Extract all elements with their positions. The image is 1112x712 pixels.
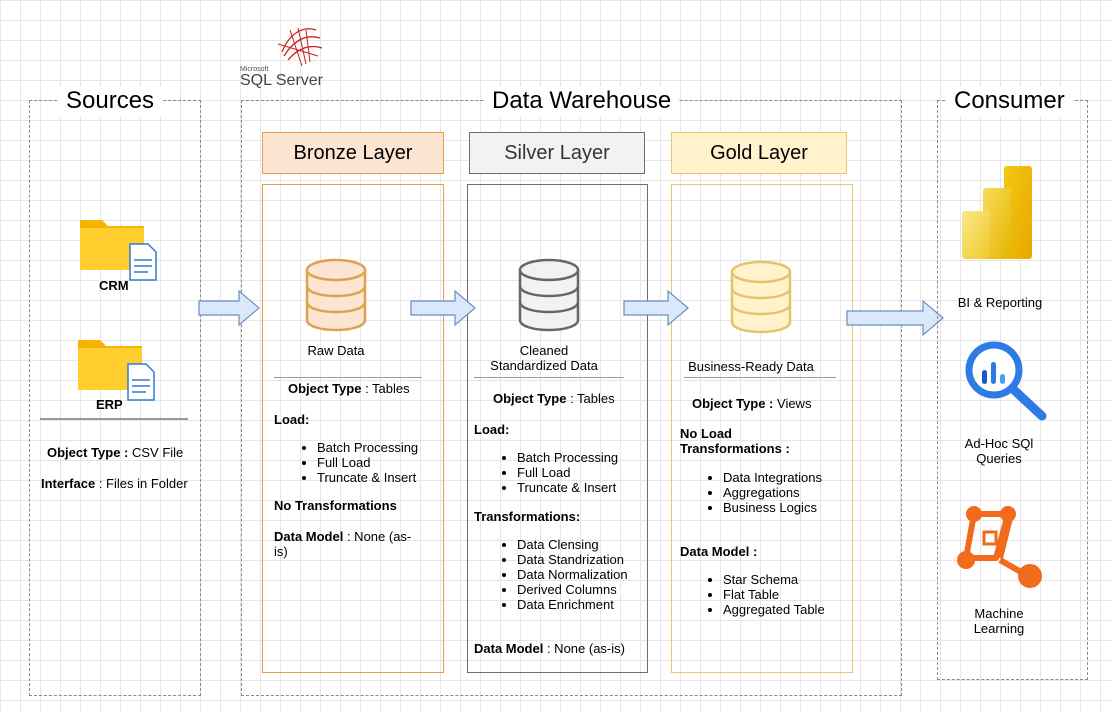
list-item: Data Integrations	[723, 470, 822, 485]
list-item: Data Standrization	[517, 552, 628, 567]
silver-object-type: Object Type : Tables	[493, 391, 615, 406]
silver-load-list: Batch Processing Full Load Truncate & In…	[477, 450, 618, 495]
erp-label: ERP	[96, 397, 123, 412]
list-item: Aggregated Table	[723, 602, 825, 617]
gold-database-icon	[730, 260, 792, 339]
silver-db-label: Cleaned Standardized Data	[474, 343, 614, 373]
adhoc-sql-label-line1: Ad-Hoc SQl	[964, 436, 1034, 451]
list-item: Data Enrichment	[517, 597, 628, 612]
list-item: Batch Processing	[317, 440, 418, 455]
silver-layer-box	[467, 184, 648, 673]
list-item: Truncate & Insert	[517, 480, 618, 495]
flow-arrow-gold-consumer	[846, 299, 944, 341]
silver-db-label-line1: Cleaned	[519, 343, 569, 358]
gold-model-label: Data Model :	[680, 544, 758, 559]
machine-learning-label-line1: Machine	[974, 606, 1024, 621]
silver-database-icon	[518, 258, 580, 337]
adhoc-sql-label-line2: Queries	[976, 451, 1022, 466]
machine-learning-label-line2: Learning	[973, 621, 1025, 636]
consumer-title: Consumer	[946, 86, 1073, 116]
list-item: Derived Columns	[517, 582, 628, 597]
gold-object-type-value: Views	[773, 396, 812, 411]
flow-arrow-sources-bronze	[198, 289, 260, 331]
bronze-database-icon	[305, 258, 367, 337]
silver-transform-list: Data Clensing Data Standrization Data No…	[477, 537, 628, 612]
bronze-layer-header: Bronze Layer	[262, 132, 444, 174]
bronze-load-label: Load:	[274, 412, 310, 427]
gold-load-label-line1: No Load	[680, 426, 732, 441]
sql-server-logo-text: SQL Server	[240, 72, 323, 89]
silver-model-label: Data Model	[474, 641, 544, 656]
silver-layer-header: Silver Layer	[469, 132, 645, 174]
crm-folder-icon	[78, 214, 160, 289]
silver-model-value: : None (as-is)	[543, 641, 625, 656]
sources-interface: Interface : Files in Folder	[41, 476, 188, 491]
gold-divider	[684, 377, 836, 378]
gold-load-label: No Load Transformations :	[680, 426, 790, 456]
sources-interface-label: Interface	[41, 476, 96, 491]
bronze-model-value: : None (as-	[343, 529, 412, 544]
list-item: Business Logics	[723, 500, 822, 515]
bronze-layer-box	[262, 184, 444, 673]
list-item: Flat Table	[723, 587, 825, 602]
gold-layer-header: Gold Layer	[671, 132, 847, 174]
bronze-data-model: Data Model : None (as- is)	[274, 529, 424, 559]
gold-object-type-label: Object Type :	[692, 396, 774, 411]
crm-label: CRM	[99, 278, 129, 293]
sources-object-type-label: Object Type :	[47, 445, 129, 460]
gold-model-list: Star Schema Flat Table Aggregated Table	[683, 572, 825, 617]
list-item: Batch Processing	[517, 450, 618, 465]
sql-server-logo: Microsoft SQL Server	[240, 22, 340, 90]
erp-folder-icon	[76, 334, 158, 409]
bronze-object-type-value: : Tables	[361, 381, 410, 396]
gold-transform-list: Data Integrations Aggregations Business …	[683, 470, 822, 515]
bronze-db-label: Raw Data	[307, 343, 365, 358]
bronze-object-type-label: Object Type	[288, 381, 362, 396]
silver-divider	[474, 377, 624, 378]
silver-db-label-line2: Standardized Data	[490, 358, 598, 373]
sources-interface-value: : Files in Folder	[95, 476, 188, 491]
flow-arrow-bronze-silver	[410, 289, 476, 331]
list-item: Star Schema	[723, 572, 825, 587]
silver-data-model: Data Model : None (as-is)	[474, 641, 625, 656]
machine-learning-label: Machine Learning	[944, 606, 1054, 636]
sql-server-logo-icon	[277, 27, 323, 67]
silver-object-type-label: Object Type	[493, 391, 567, 406]
bronze-object-type: Object Type : Tables	[288, 381, 410, 396]
warehouse-title: Data Warehouse	[484, 86, 680, 116]
gold-load-label-line2: Transformations :	[680, 441, 790, 456]
gold-object-type: Object Type : Views	[692, 396, 811, 411]
bronze-model-value-cont: is)	[274, 544, 288, 559]
silver-transform-label: Transformations:	[474, 509, 581, 524]
bronze-load-list: Batch Processing Full Load Truncate & In…	[277, 440, 418, 485]
sources-object-type: Object Type : CSV File	[47, 445, 183, 460]
sources-object-type-value: CSV File	[128, 445, 184, 460]
flow-arrow-silver-gold	[623, 289, 689, 331]
list-item: Full Load	[517, 465, 618, 480]
silver-object-type-value: : Tables	[566, 391, 615, 406]
gold-layer-box	[671, 184, 853, 673]
sql-server-logo-microsoft: Microsoft	[240, 66, 269, 73]
adhoc-sql-label: Ad-Hoc SQl Queries	[944, 436, 1054, 466]
list-item: Data Normalization	[517, 567, 628, 582]
silver-load-label: Load:	[474, 422, 510, 437]
list-item: Data Clensing	[517, 537, 628, 552]
list-item: Truncate & Insert	[317, 470, 418, 485]
list-item: Aggregations	[723, 485, 822, 500]
list-item: Full Load	[317, 455, 418, 470]
machine-learning-icon	[956, 504, 1046, 597]
bronze-divider	[274, 377, 422, 378]
query-magnifier-icon	[964, 340, 1052, 429]
bronze-transform-label: No Transformations	[274, 498, 397, 513]
bronze-model-label: Data Model	[274, 529, 344, 544]
bi-reporting-label: BI & Reporting	[957, 295, 1043, 310]
gold-db-label: Business-Ready Data	[688, 359, 814, 374]
power-bi-icon	[962, 166, 1034, 265]
sources-divider	[40, 418, 188, 420]
sources-title: Sources	[58, 86, 163, 116]
